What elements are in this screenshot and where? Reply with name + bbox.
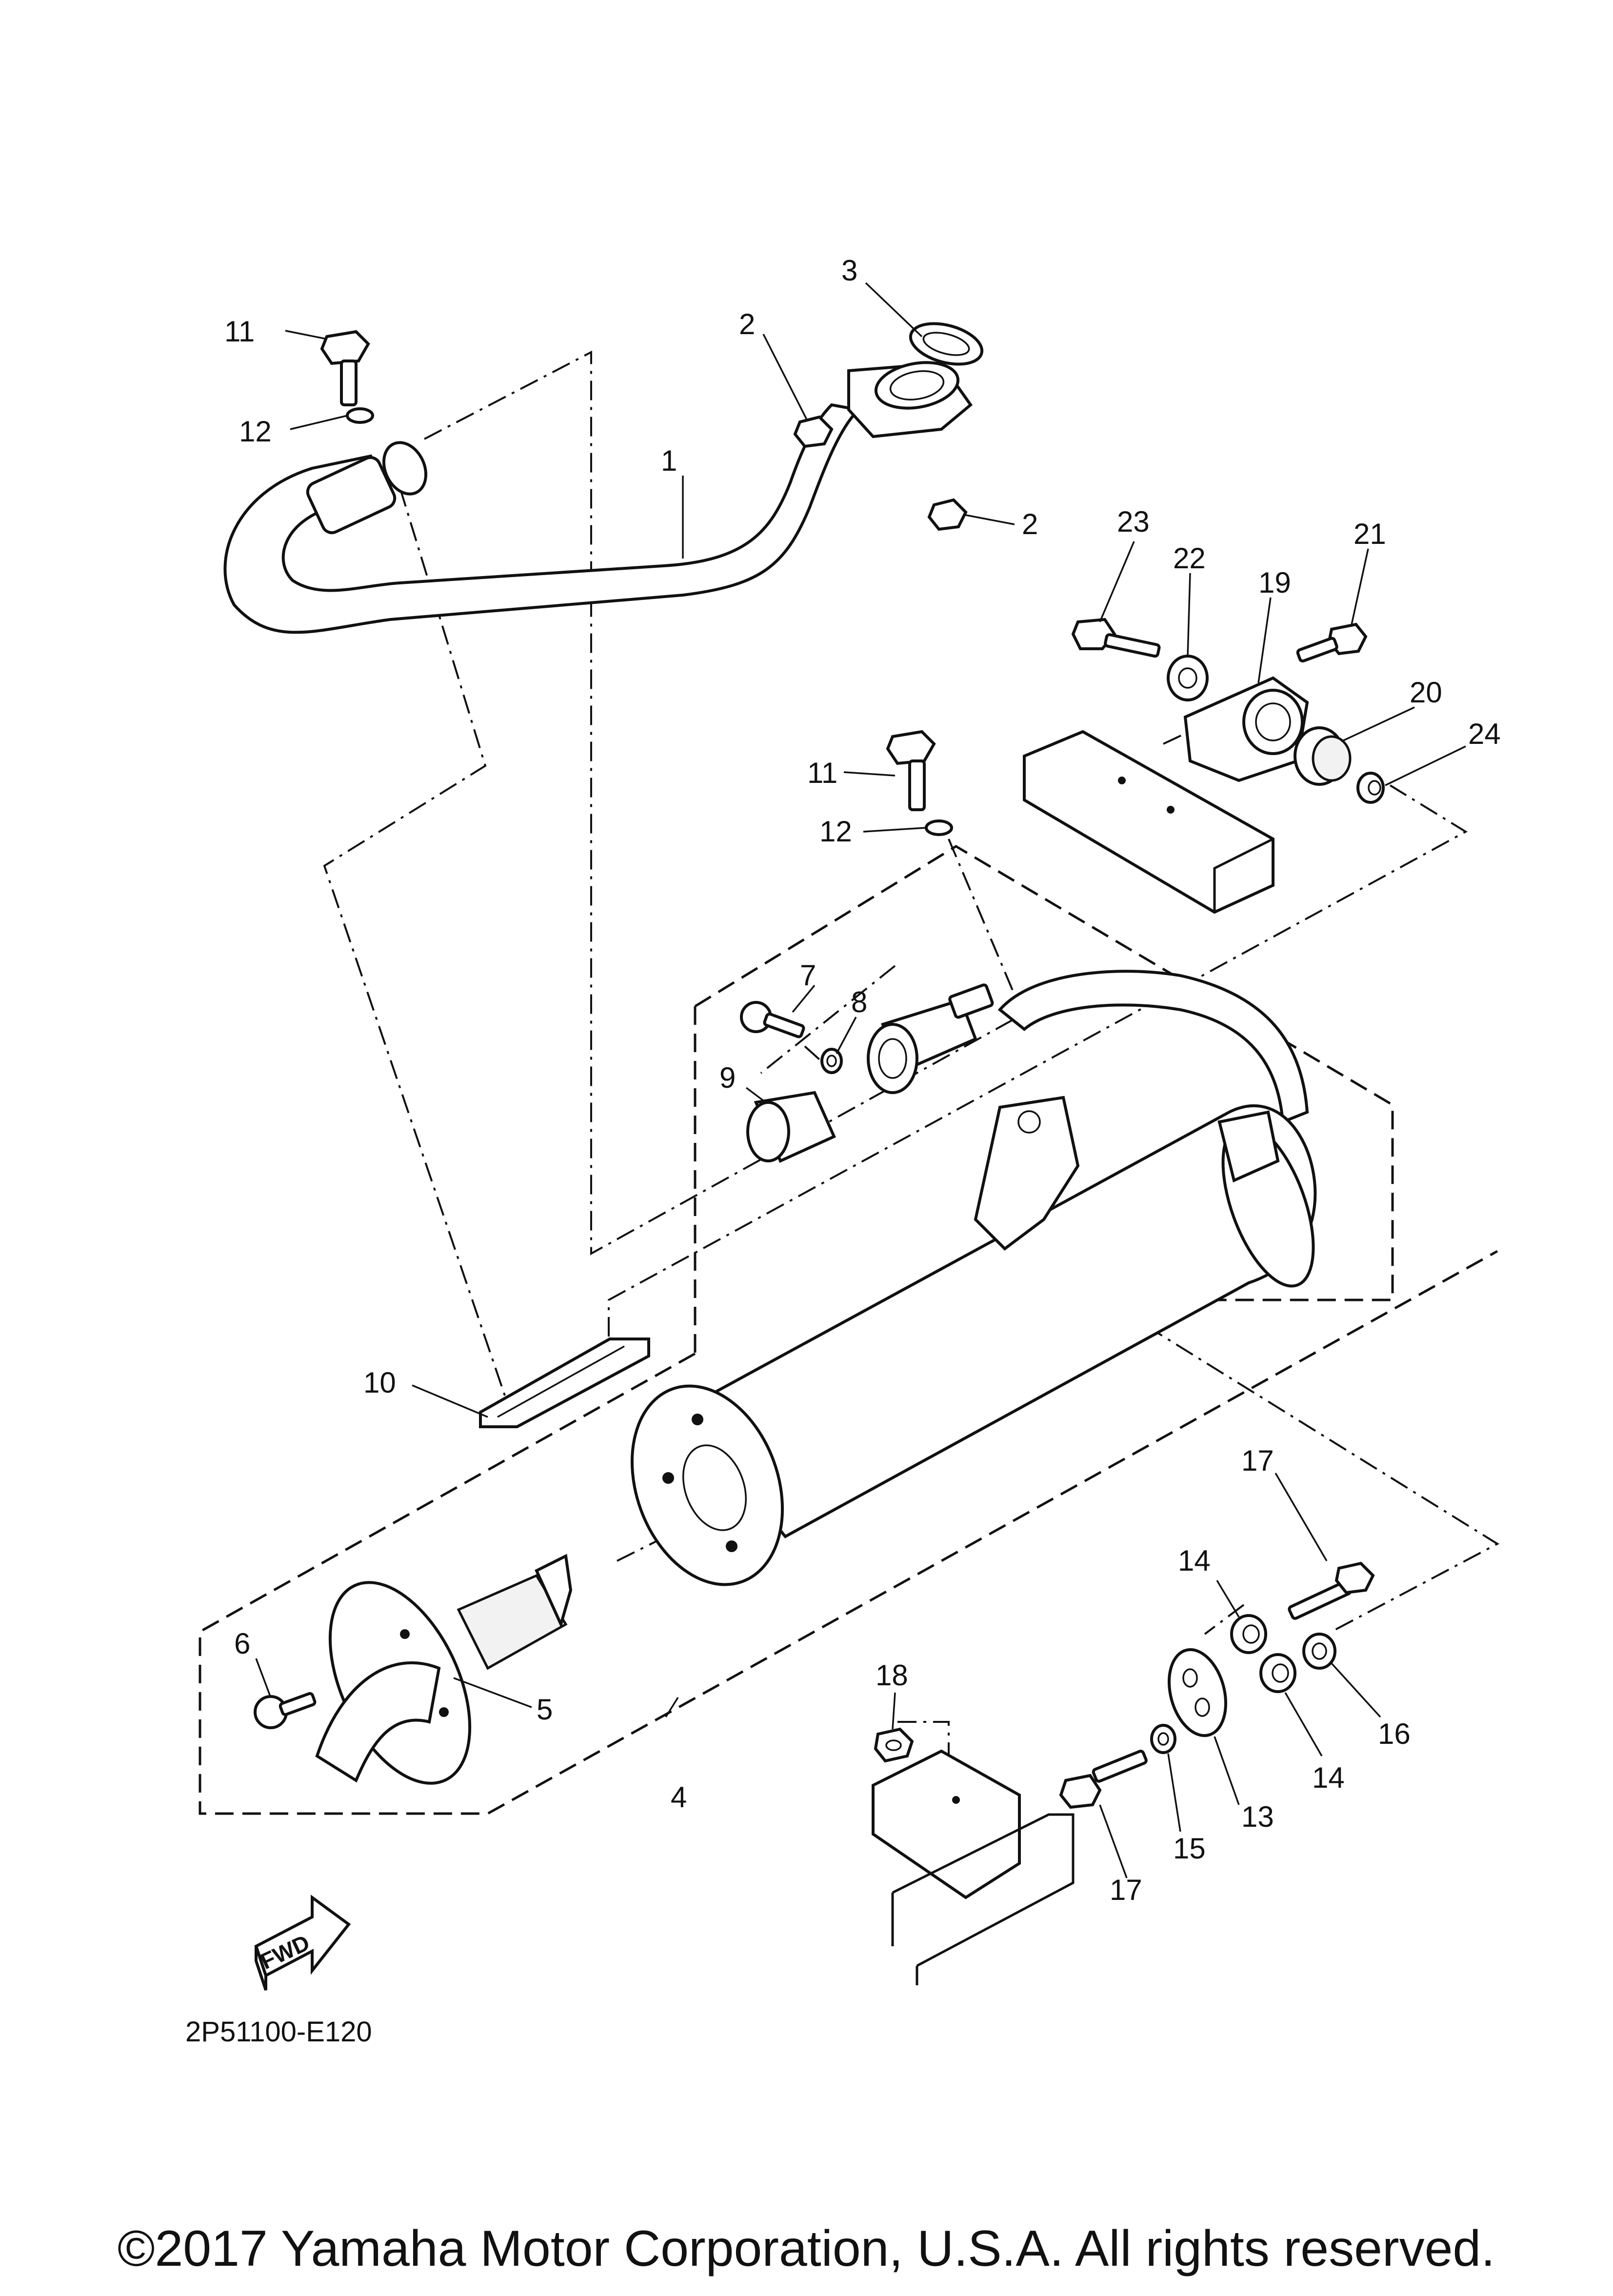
callout-leaders [255, 282, 1466, 1878]
diagram-code: 2P51100-E120 [185, 2016, 372, 2048]
callout-1: 1 [661, 444, 677, 477]
washer-part-16 [1302, 1633, 1336, 1670]
callout-3: 3 [841, 254, 857, 287]
callout-4: 4 [671, 1781, 687, 1814]
mount-bracket-part-19 [1183, 676, 1309, 782]
callout-11: 11 [224, 315, 255, 348]
callout-14: 14 [1178, 1544, 1211, 1577]
bolt-part-17-lower [1059, 1750, 1148, 1809]
spark-arrester-part-5 [315, 1554, 573, 1785]
pipe-clamp [867, 983, 994, 1094]
grommet-part-20 [1294, 726, 1352, 786]
callout-22: 22 [1173, 542, 1206, 575]
callout-11: 11 [807, 757, 837, 789]
sleeve-part-9 [746, 1091, 836, 1163]
bolt-part-17-upper [1288, 1561, 1375, 1620]
callout-19: 19 [1258, 566, 1291, 599]
callout-16: 16 [1378, 1717, 1411, 1750]
damper-part-13 [1167, 1648, 1228, 1737]
callout-23: 23 [1117, 505, 1150, 538]
callout-10: 10 [363, 1366, 396, 1399]
fwd-arrow-icon: FWD [254, 1895, 351, 1991]
copyright-notice: ©2017 Yamaha Motor Corporation, U.S.A. A… [118, 2220, 1495, 2277]
collar-part-14-lower [1259, 1653, 1296, 1693]
callout-24: 24 [1468, 718, 1501, 750]
callout-18: 18 [876, 1659, 908, 1692]
washer-part-15 [1150, 1724, 1176, 1754]
callout-2: 2 [1022, 508, 1038, 540]
callout-8: 8 [851, 986, 867, 1018]
callout-12: 12 [819, 815, 852, 848]
callout-13: 13 [1241, 1800, 1274, 1833]
collar-part-14-upper [1230, 1614, 1267, 1654]
nut-part-18 [874, 1727, 914, 1763]
bolt-washer-center [886, 730, 953, 836]
callout-7: 7 [800, 959, 816, 992]
callout-5: 5 [537, 1693, 553, 1726]
exhaust-pipe [223, 361, 973, 634]
callout-6: 6 [234, 1627, 250, 1660]
gasket-part-3 [909, 322, 984, 366]
nut-part-2 [793, 415, 968, 531]
callout-14: 14 [1312, 1761, 1345, 1794]
plate-part-10 [479, 1338, 650, 1428]
collar-part-24 [1356, 772, 1385, 804]
callout-17: 17 [1110, 1874, 1142, 1906]
callout-15: 15 [1173, 1832, 1206, 1865]
washer-part-8 [820, 1048, 843, 1074]
muffler-body [630, 970, 1317, 1586]
callout-20: 20 [1410, 676, 1442, 709]
callout-2: 2 [739, 308, 755, 340]
callout-numbers: 1 2 2 3 4 5 6 7 8 9 10 11 11 12 12 13 14… [224, 254, 1501, 1906]
bolt-part-6 [254, 1692, 317, 1729]
frame-bracket-lower [872, 1749, 1075, 1985]
callout-21: 21 [1354, 518, 1386, 550]
callout-17: 17 [1241, 1444, 1274, 1477]
bolt-part-23 [1071, 618, 1161, 658]
bolt-washer-top-left [320, 330, 374, 424]
bolt-part-7 [740, 1001, 805, 1038]
callout-12: 12 [239, 415, 272, 448]
callout-9: 9 [719, 1061, 736, 1094]
frame-bracket-upper [1023, 730, 1274, 914]
bolt-part-21 [1296, 622, 1368, 663]
collar-part-22 [1167, 655, 1209, 701]
